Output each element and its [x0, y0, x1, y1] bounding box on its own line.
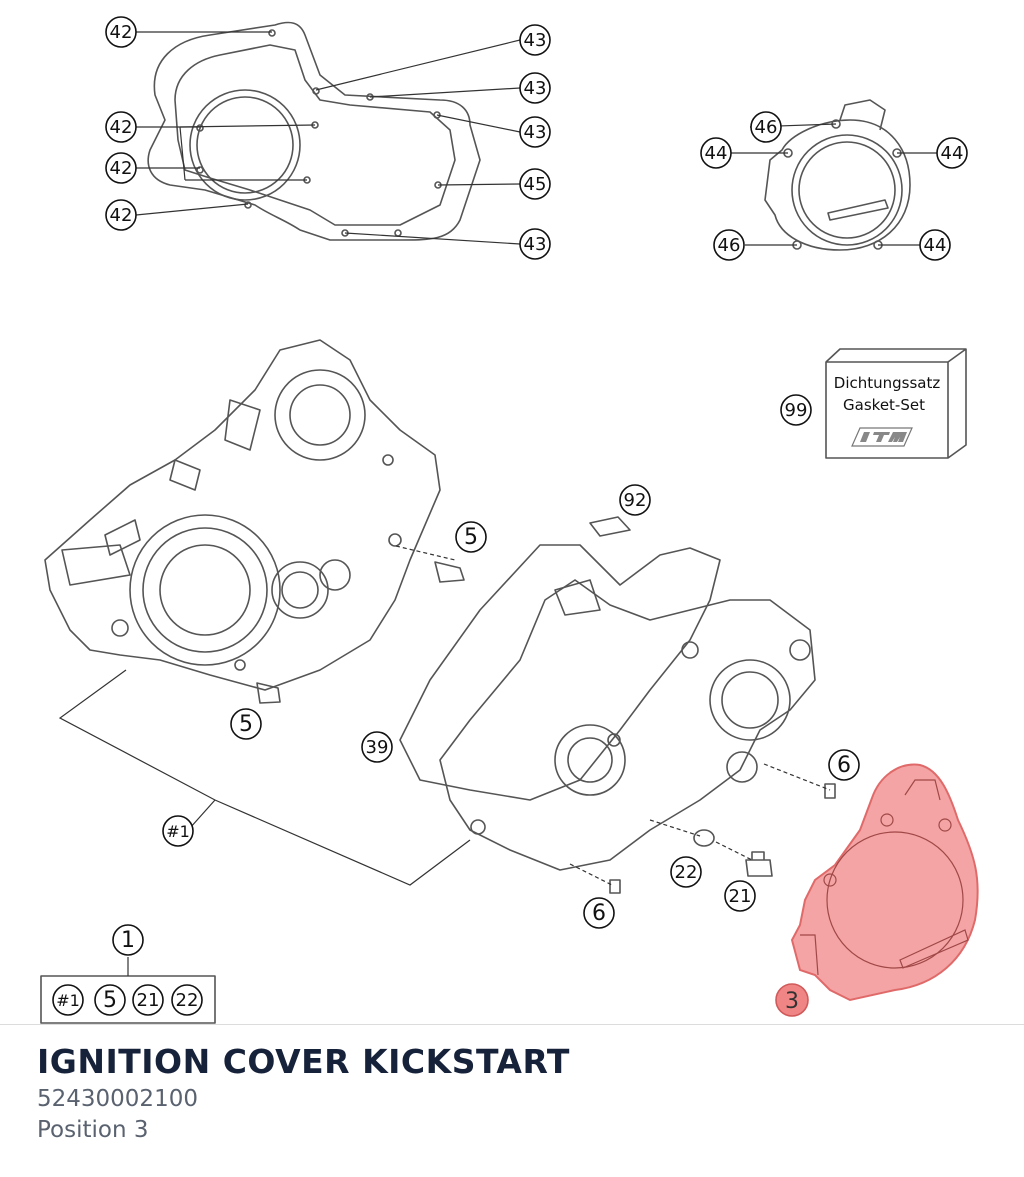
cover-details: [800, 779, 969, 976]
callout-46: 46: [718, 235, 741, 256]
callout-21: 21: [729, 886, 752, 907]
callout-circles: [52, 16, 968, 1016]
callout-39: 39: [366, 737, 389, 758]
callout-44: 44: [941, 143, 964, 164]
callout-42: 42: [110, 117, 133, 138]
callout-99: 99: [785, 400, 808, 421]
gasket-set-box: [825, 348, 967, 459]
callout-6: 6: [592, 901, 606, 926]
callout-43: 43: [524, 122, 547, 143]
callout-46: 46: [755, 117, 778, 138]
callout-42: 42: [110, 22, 133, 43]
highlighted-ignition-cover[interactable]: [790, 763, 979, 1002]
line-art: [40, 21, 967, 1024]
crankcase-gasket: [147, 21, 481, 241]
callout-1: 1: [121, 928, 135, 953]
right-crankcase-gasket: [399, 544, 721, 801]
ignition-cover-small: [764, 119, 911, 251]
callout-43: 43: [524, 234, 547, 255]
callout-44: 44: [924, 235, 947, 256]
callout-44: 44: [705, 143, 728, 164]
gasket-set-label-en: Gasket-Set: [843, 396, 925, 414]
callout-labels: 42 42 42 42 43 43 43 45 43 46 44 44 46 4…: [56, 22, 963, 1014]
callout-22: 22: [675, 862, 698, 883]
callout-45: 45: [524, 174, 547, 195]
part-number: 52430002100: [37, 1086, 198, 1112]
ignition-cover-highlight[interactable]: [790, 763, 979, 1002]
divider: [0, 1024, 1024, 1025]
gasket-part-92: [589, 516, 631, 537]
part-title: IGNITION COVER KICKSTART: [37, 1042, 570, 1081]
exploded-parts-diagram: 42 42 42 42 43 43 43 45 43 46 44 44 46 4…: [40, 16, 979, 1024]
callout-5: 5: [239, 712, 253, 737]
callout-42: 42: [110, 158, 133, 179]
callout-assembly-1: #1: [166, 822, 190, 841]
callout-6: 6: [837, 753, 851, 778]
callout-92: 92: [624, 490, 647, 511]
kit-item-assembly-1: #1: [56, 991, 80, 1010]
callout-43: 43: [524, 30, 547, 51]
callout-3-circle: [775, 983, 809, 1017]
callout-42: 42: [110, 205, 133, 226]
crankcase-gasket-inner: [174, 44, 456, 226]
brand-logo: [851, 427, 913, 447]
leader-lines: [58, 31, 938, 976]
right-crankcase-half: [439, 579, 816, 871]
part-info: IGNITION COVER KICKSTART 52430002100 Pos…: [37, 1040, 570, 1146]
callout-3[interactable]: 3: [785, 989, 799, 1014]
kit-item-21: 21: [137, 990, 160, 1011]
part-position: Position 3: [37, 1117, 149, 1143]
kit-item-5: 5: [103, 988, 117, 1013]
callout-43: 43: [524, 78, 547, 99]
kit-item-22: 22: [176, 990, 199, 1011]
gasket-set-label-de: Dichtungssatz: [834, 374, 941, 392]
callout-5: 5: [464, 525, 478, 550]
left-crankcase-half: [44, 339, 441, 691]
